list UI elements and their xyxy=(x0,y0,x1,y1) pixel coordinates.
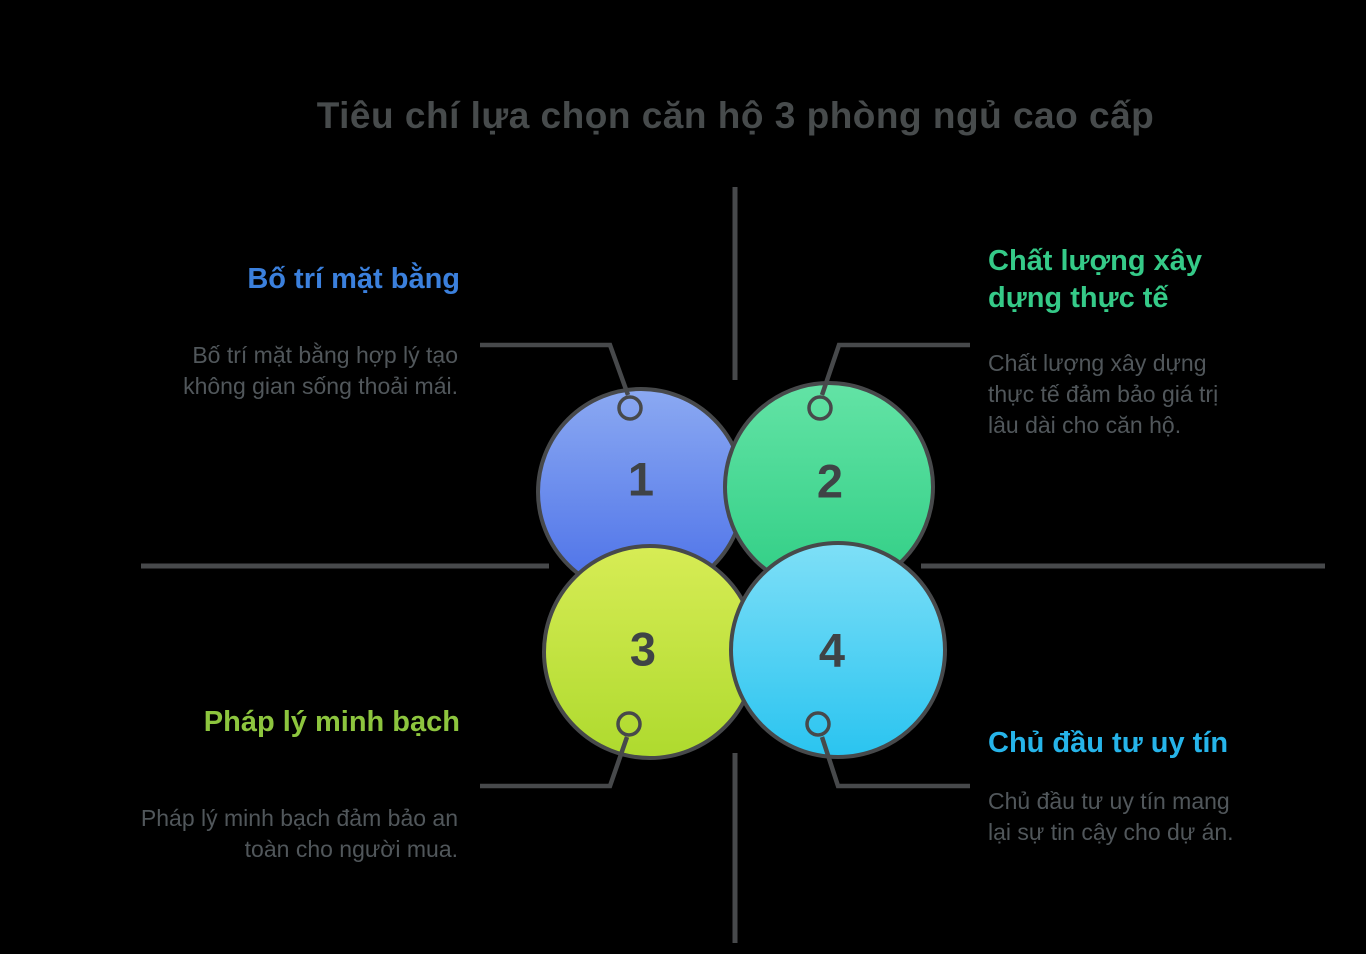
ring-markers xyxy=(616,395,833,737)
axis-lines xyxy=(141,187,1325,943)
connector-bottom-right xyxy=(819,736,970,789)
page-title: Tiêu chí lựa chọn căn hộ 3 phòng ngủ cao… xyxy=(316,95,1155,136)
item-4-heading: Chủ đầu tư uy tín xyxy=(988,727,1229,759)
venn-circle-4 xyxy=(729,541,947,759)
connector-top-right xyxy=(819,342,970,396)
venn-circles xyxy=(536,381,947,760)
item-1-description: Bố trí mặt bằng hợp lý tạo không gian số… xyxy=(183,342,458,399)
circle-number-3: 3 xyxy=(630,623,656,676)
item-4-description: Chủ đầu tư uy tín mang lại sự tin cậy ch… xyxy=(988,788,1234,845)
circle-number-4: 4 xyxy=(819,624,845,677)
ring-marker-2 xyxy=(807,395,833,421)
item-2-heading: Chất lượng xây dựng thực tế xyxy=(988,245,1203,314)
item-1-heading: Bố trí mặt bằng xyxy=(247,263,460,295)
connector-top-left xyxy=(480,342,631,396)
ring-marker-3 xyxy=(616,711,642,737)
circle-numbers: 1 2 3 4 xyxy=(628,453,845,677)
item-3-description: Pháp lý minh bạch đảm bảo an toàn cho ng… xyxy=(140,805,458,862)
circle-number-1: 1 xyxy=(628,453,654,506)
connector-lines xyxy=(480,342,970,789)
item-2-description: Chất lượng xây dựng thực tế đảm bảo giá … xyxy=(988,350,1219,438)
connector-bottom-left xyxy=(480,736,630,789)
item-3-heading: Pháp lý minh bạch xyxy=(203,706,460,738)
ring-marker-1 xyxy=(617,395,643,421)
ring-marker-4 xyxy=(805,711,831,737)
circle-number-2: 2 xyxy=(817,455,843,508)
